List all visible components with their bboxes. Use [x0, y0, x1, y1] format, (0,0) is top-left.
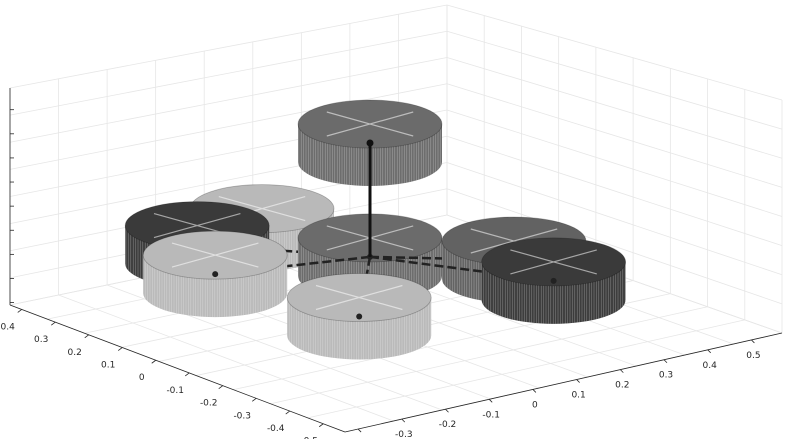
y-tick — [357, 428, 362, 433]
x-tick-label: -0.4 — [267, 424, 285, 434]
gridline — [446, 83, 783, 188]
gridline — [446, 109, 783, 217]
y-tick-label: 0.1 — [571, 391, 585, 401]
x-tick — [251, 398, 257, 402]
x-tick — [17, 309, 22, 313]
rotor — [286, 273, 432, 360]
y-tick — [576, 379, 580, 383]
gridline — [307, 319, 745, 419]
y-tick — [488, 399, 493, 403]
rotor — [142, 230, 288, 318]
y-tick-label: -0.2 — [439, 420, 457, 430]
x-tick-label: 0.1 — [101, 361, 115, 371]
rotor — [481, 237, 626, 324]
gridline — [446, 162, 783, 276]
gridline — [58, 294, 394, 422]
gridline — [9, 83, 448, 170]
arm — [369, 255, 554, 283]
gridline — [446, 135, 783, 247]
y-tick — [751, 339, 755, 344]
x-tick — [285, 410, 290, 415]
y-tick — [707, 349, 711, 354]
x-tick-label: -0.3 — [233, 411, 251, 421]
x-tick — [184, 372, 190, 377]
gridline — [9, 57, 448, 143]
y-tick-label: 0.4 — [703, 361, 718, 371]
y-tick-label: 0.5 — [746, 351, 760, 361]
gridline — [9, 4, 448, 89]
gridline — [9, 30, 448, 116]
y-tick-label: 0.3 — [659, 371, 673, 381]
rotor-hub — [356, 313, 363, 320]
x-tick — [151, 359, 156, 364]
y-tick-label: -0.1 — [482, 410, 500, 420]
x-tick-label: 0.2 — [68, 348, 82, 358]
y-axis-line — [344, 332, 783, 433]
gridline — [446, 188, 783, 305]
rotor-blades — [315, 284, 403, 311]
x-axis-line — [9, 304, 346, 433]
x-tick-label: 0.3 — [34, 335, 48, 345]
gridline — [446, 30, 783, 130]
gridline — [270, 306, 708, 405]
y-tick — [401, 418, 406, 423]
y-tick — [532, 389, 537, 393]
rotor-blades — [326, 111, 414, 137]
y-tick-label: 0.2 — [615, 381, 629, 391]
x-tick-label: 0.4 — [1, 322, 16, 332]
x-tick-label: -0.2 — [200, 399, 218, 409]
x-tick-label: -0.1 — [166, 386, 184, 396]
gridline — [446, 57, 783, 159]
y-tick — [663, 359, 668, 364]
rotor-hub — [550, 277, 557, 284]
tick-group: 0.40.30.20.10-0.1-0.2-0.3-0.4-0.5-0.4-0.… — [1, 109, 761, 439]
rotor-blades — [171, 242, 259, 268]
y-tick — [445, 408, 449, 413]
x-tick — [50, 321, 56, 326]
rotor-blades — [510, 249, 597, 275]
y-tick — [620, 369, 624, 373]
x-tick-label: -0.5 — [300, 437, 318, 439]
x-tick — [117, 347, 123, 351]
x-tick — [84, 334, 89, 339]
rotor-hub — [212, 271, 219, 278]
mast-top — [366, 139, 374, 147]
gridline — [446, 4, 783, 101]
y-tick-label: -0.3 — [395, 430, 413, 439]
y-tick-label: 0 — [532, 400, 538, 410]
x-tick — [318, 423, 324, 428]
x-tick — [218, 385, 223, 389]
x-tick-label: 0 — [139, 373, 145, 383]
rotor-group — [124, 99, 626, 360]
